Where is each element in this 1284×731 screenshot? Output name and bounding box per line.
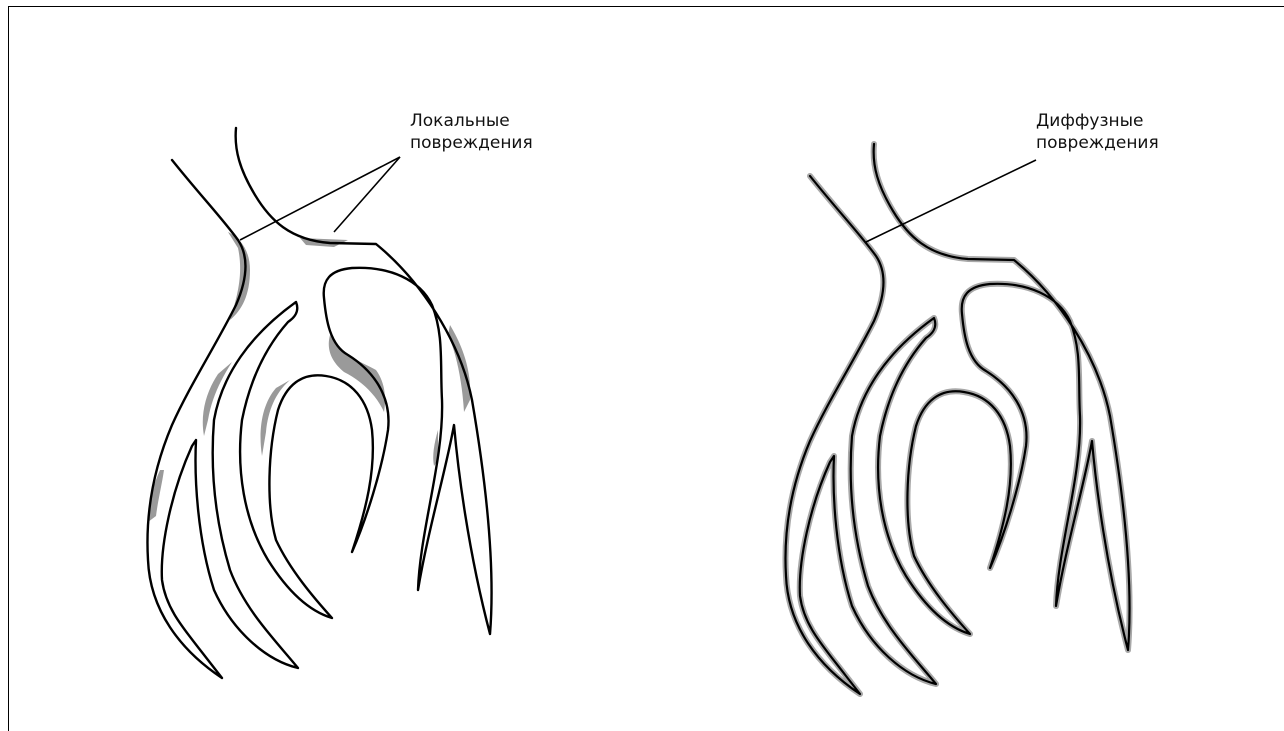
local-lesions-label: Локальные повреждения <box>410 110 533 154</box>
local-leader-lines <box>240 157 400 240</box>
lesion-patch <box>203 362 232 436</box>
local-lesions-tree <box>147 128 491 678</box>
diffuse-leader-line <box>866 160 1036 242</box>
lesion-patch <box>228 232 250 320</box>
diffuse-lesions-tree <box>785 144 1129 694</box>
local-label-line1: Локальные <box>410 110 533 132</box>
diffuse-lesions-label: Диффузные повреждения <box>1036 110 1159 154</box>
diffuse-label-line2: повреждения <box>1036 132 1159 154</box>
local-label-line2: повреждения <box>410 132 533 154</box>
diffuse-label-line1: Диффузные <box>1036 110 1159 132</box>
